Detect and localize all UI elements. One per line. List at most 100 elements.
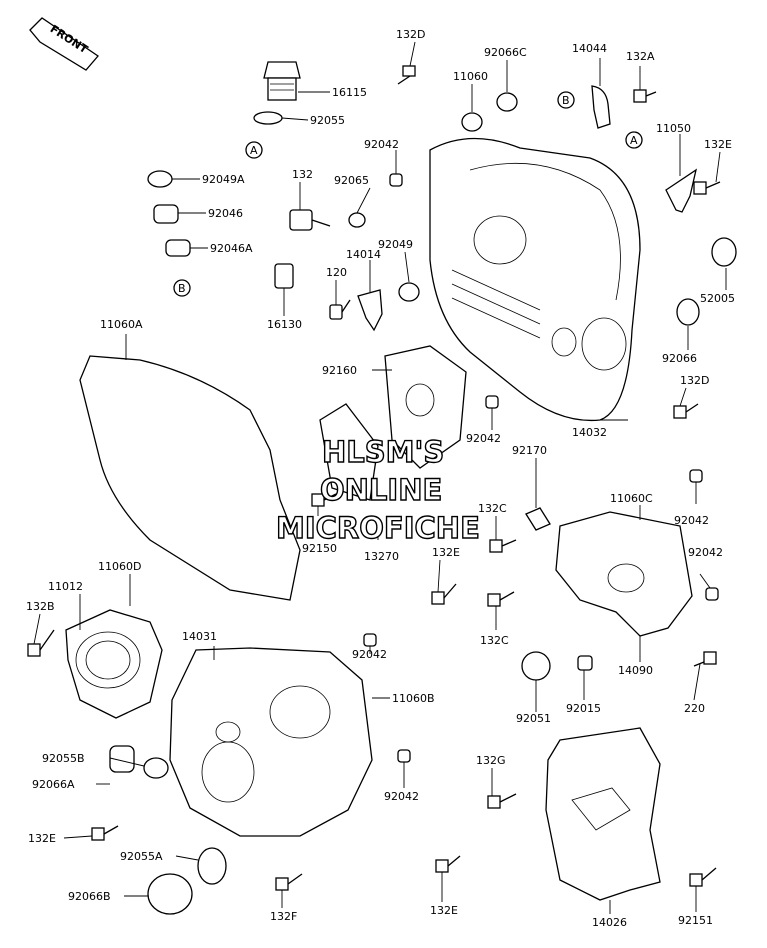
bolt-92151	[689, 867, 717, 887]
bolt-132G	[487, 793, 517, 809]
callout-a-right: A	[625, 131, 643, 149]
plug-92066B	[147, 873, 193, 915]
callout-letter: B	[178, 282, 186, 295]
part-label-92150: 92150	[302, 542, 337, 555]
part-label-11060D: 11060D	[98, 560, 141, 573]
seal-52005	[711, 237, 737, 267]
part-label-92065: 92065	[334, 174, 369, 187]
bracket-11050	[665, 168, 698, 213]
part-label-16115: 16115	[332, 86, 367, 99]
gasket-11060	[461, 112, 483, 132]
part-label-120: 120	[326, 266, 347, 279]
sprocket-cover-14026	[545, 727, 661, 901]
part-label-11060A: 11060A	[100, 318, 143, 331]
seal-92049A	[147, 170, 173, 188]
part-label-92042: 92042	[466, 432, 501, 445]
part-label-132F: 132F	[270, 910, 297, 923]
part-label-92066C: 92066C	[484, 46, 527, 59]
bolt-132C-a	[489, 539, 517, 553]
part-label-11060C: 11060C	[610, 492, 653, 505]
o-ring-92055A	[197, 847, 227, 885]
washer-92065	[348, 212, 366, 228]
plug-92066C	[496, 92, 518, 112]
part-label-92042: 92042	[352, 648, 387, 661]
part-label-52005: 52005	[700, 292, 735, 305]
cover-11060C	[555, 511, 693, 637]
part-label-92046A: 92046A	[210, 242, 253, 255]
part-label-11060B: 11060B	[392, 692, 435, 705]
part-label-132E: 132E	[28, 832, 56, 845]
bolt-132A	[633, 89, 657, 103]
dowel-92042-c	[689, 469, 703, 483]
bracket-92170	[525, 507, 551, 531]
part-label-132E: 132E	[430, 904, 458, 917]
bolt-132	[289, 209, 331, 231]
bolt-132E-c	[91, 825, 119, 841]
lever-14044	[591, 85, 611, 129]
part-label-92066A: 92066A	[32, 778, 75, 791]
callout-b-right: B	[557, 91, 575, 109]
dowel-92042-f	[397, 749, 411, 763]
leader-lines	[33, 41, 727, 914]
part-label-132B: 132B	[26, 600, 55, 613]
part-label-14031: 14031	[182, 630, 217, 643]
part-label-92066: 92066	[662, 352, 697, 365]
bolt-220	[693, 651, 717, 667]
dowel-92042-a	[389, 173, 403, 187]
part-label-92015: 92015	[566, 702, 601, 715]
part-label-92042: 92042	[364, 138, 399, 151]
cover-11012	[65, 609, 163, 719]
fitting-16130	[274, 263, 294, 289]
part-label-14026: 14026	[592, 916, 627, 929]
bearing-92046A	[165, 239, 191, 257]
part-label-132E: 132E	[704, 138, 732, 151]
part-label-92160: 92160	[322, 364, 357, 377]
part-label-16130: 16130	[267, 318, 302, 331]
part-label-11060: 11060	[453, 70, 488, 83]
watermark-line-2: ONLINE	[320, 473, 442, 507]
part-label-92066B: 92066B	[68, 890, 111, 903]
part-label-14014: 14014	[346, 248, 381, 261]
part-label-11012: 11012	[48, 580, 83, 593]
bolt-132D-b	[673, 403, 699, 419]
part-label-132D: 132D	[396, 28, 425, 41]
part-label-92042: 92042	[674, 514, 709, 527]
seal-92051	[521, 651, 551, 681]
part-label-92055B: 92055B	[42, 752, 85, 765]
part-label-14032: 14032	[572, 426, 607, 439]
part-label-132A: 132A	[626, 50, 655, 63]
part-label-92055A: 92055A	[120, 850, 163, 863]
plate-92160	[319, 345, 467, 501]
part-label-92046: 92046	[208, 207, 243, 220]
o-ring-92066	[676, 298, 700, 326]
part-label-92051: 92051	[516, 712, 551, 725]
part-label-92049: 92049	[378, 238, 413, 251]
o-ring-92055B	[143, 757, 169, 779]
part-label-13270: 13270	[364, 550, 399, 563]
part-label-14090: 14090	[618, 664, 653, 677]
part-label-14044: 14044	[572, 42, 607, 55]
plug-92066A	[109, 745, 135, 773]
part-labels: 132D 16115 92055 92049 A 92046 92046A 132…	[26, 28, 735, 929]
part-label-220: 220	[684, 702, 705, 715]
part-label-92055: 92055	[310, 114, 345, 127]
clutch-cover-14032	[429, 137, 641, 422]
bolt-132C-b	[487, 591, 515, 607]
dowel-92042-d	[705, 587, 719, 601]
part-label-92170: 92170	[512, 444, 547, 457]
callout-letter: B	[562, 94, 570, 107]
bearing-92046	[153, 204, 179, 224]
callout-b-left: B	[173, 279, 191, 297]
part-label-132D: 132D	[680, 374, 709, 387]
callout-a-top: A	[245, 141, 263, 159]
dowel-92042-b	[485, 395, 499, 409]
watermark: HLSM'S ONLINE MICROFICHE	[275, 434, 480, 545]
part-label-92151: 92151	[678, 914, 713, 927]
plate-14014	[357, 289, 383, 332]
magneto-cover-14031	[169, 647, 373, 837]
callout-letter: A	[630, 134, 638, 147]
bolt-132E-b	[431, 583, 457, 605]
part-label-132: 132	[292, 168, 313, 181]
part-label-92042: 92042	[384, 790, 419, 803]
